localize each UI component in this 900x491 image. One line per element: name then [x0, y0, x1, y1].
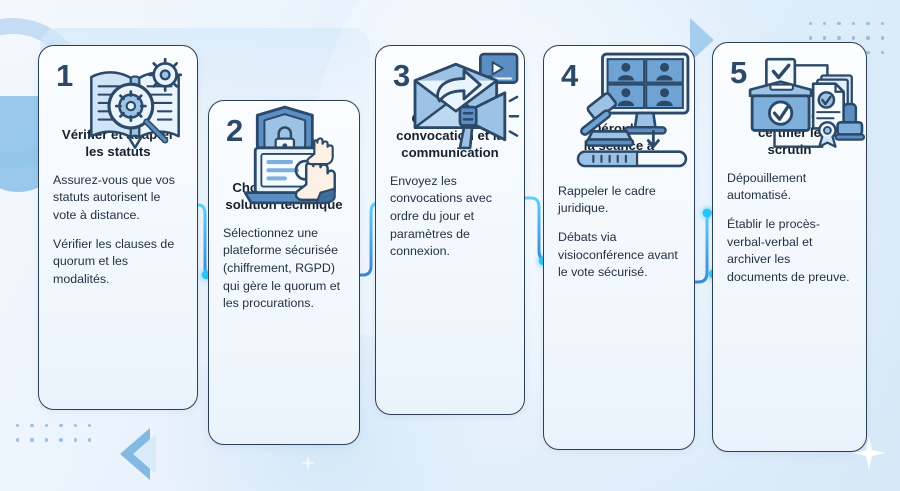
- connector-4-5: [688, 210, 726, 284]
- step-paragraph: Sélectionnez une plateforme sécurisée (c…: [223, 225, 341, 311]
- book-magnifier-gear-icon: [83, 54, 187, 154]
- step-number-5: 5: [730, 55, 748, 90]
- ballot-box-certificate-stamp-icon: [744, 53, 866, 157]
- step-paragraph: Débats via visioconférence avant le vote…: [558, 229, 678, 280]
- step-card-3[interactable]: 3: [375, 45, 525, 415]
- step-body-5: Dépouillement automatisé. Établir le pro…: [727, 170, 852, 287]
- step-number-1: 1: [56, 58, 74, 93]
- step-card-5[interactable]: 5: [712, 42, 867, 452]
- step-body-4: Rappeler le cadre juridique. Débats via …: [558, 183, 680, 282]
- step-card-2[interactable]: 2: [208, 100, 360, 445]
- step-paragraph: Établir le procès-verbal-verbal et archi…: [727, 216, 850, 284]
- step-body-3: Envoyez les convocations avec ordre du j…: [390, 173, 510, 261]
- step-body-2: Sélectionnez une plateforme sécurisée (c…: [223, 225, 345, 313]
- step-paragraph: Rappeler le cadre juridique.: [558, 183, 656, 216]
- step-card-4[interactable]: 4: [543, 45, 695, 450]
- step-paragraph: Envoyez les convocations avec ordre du j…: [390, 173, 492, 259]
- envelope-megaphone-video-icon: [408, 52, 520, 152]
- step-paragraph: Dépouillement automatisé.: [727, 170, 807, 203]
- step-paragraph: Vérifier les clauses de quorum et les mo…: [53, 236, 175, 286]
- step-number-2: 2: [226, 113, 244, 148]
- connector-dot-4-5-end: [702, 208, 712, 218]
- step-number-4: 4: [561, 58, 579, 93]
- step-number-3: 3: [393, 58, 411, 93]
- step-body-1: Assurez-vous que vos statuts autorisent …: [53, 172, 183, 289]
- laptop-shield-lock-cursor-icon: [237, 103, 353, 211]
- step-paragraph: Assurez-vous que vos statuts autorisent …: [53, 172, 175, 222]
- dot-grid-bottom-left: [16, 424, 92, 442]
- step-card-1[interactable]: 1: [38, 45, 198, 410]
- video-conference-gavel-icon: [574, 50, 692, 168]
